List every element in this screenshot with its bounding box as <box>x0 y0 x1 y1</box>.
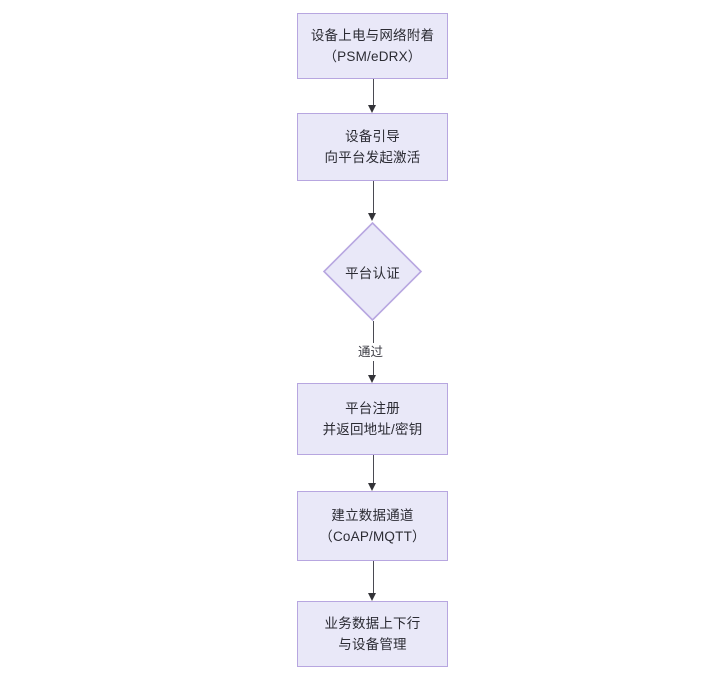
node-data-channel[interactable]: 建立数据通道 （CoAP/MQTT） <box>297 491 448 561</box>
arrowhead-icon <box>368 375 377 383</box>
node-data-channel-line1: 建立数据通道 <box>331 508 414 523</box>
arrowhead-icon <box>368 213 377 221</box>
node-bootstrap[interactable]: 设备引导 向平台发起激活 <box>297 113 448 181</box>
node-platform-auth[interactable]: 平台认证 <box>322 221 423 322</box>
node-power-on[interactable]: 设备上电与网络附着 （PSM/eDRX） <box>297 13 448 79</box>
edge-shaft <box>372 79 374 106</box>
edge-platform-register-to-data-channel <box>368 455 377 491</box>
arrowhead-icon <box>368 105 377 113</box>
node-platform-register[interactable]: 平台注册 并返回地址/密钥 <box>297 383 448 455</box>
edge-shaft <box>372 181 374 214</box>
edge-power-on-to-bootstrap <box>368 79 377 113</box>
edge-shaft <box>372 455 374 484</box>
node-power-on-line2: （PSM/eDRX） <box>323 49 422 64</box>
node-service-data[interactable]: 业务数据上下行 与设备管理 <box>297 601 448 667</box>
arrowhead-icon <box>368 593 377 601</box>
edge-label-pass: 通过 <box>356 343 386 361</box>
node-platform-register-line2: 并返回地址/密钥 <box>322 422 423 437</box>
diamond-shape-icon <box>322 221 423 322</box>
node-bootstrap-line2: 向平台发起激活 <box>324 150 421 165</box>
node-service-data-line2: 与设备管理 <box>338 637 407 652</box>
node-data-channel-line2: （CoAP/MQTT） <box>319 529 426 544</box>
node-power-on-line1: 设备上电与网络附着 <box>310 28 435 43</box>
node-service-data-line1: 业务数据上下行 <box>324 616 421 631</box>
arrowhead-icon <box>368 483 377 491</box>
edge-shaft <box>372 561 374 594</box>
node-platform-register-line1: 平台注册 <box>345 401 400 416</box>
edge-data-channel-to-service-data <box>368 561 377 601</box>
node-bootstrap-line1: 设备引导 <box>345 129 400 144</box>
edge-bootstrap-to-platform-auth <box>368 181 377 221</box>
